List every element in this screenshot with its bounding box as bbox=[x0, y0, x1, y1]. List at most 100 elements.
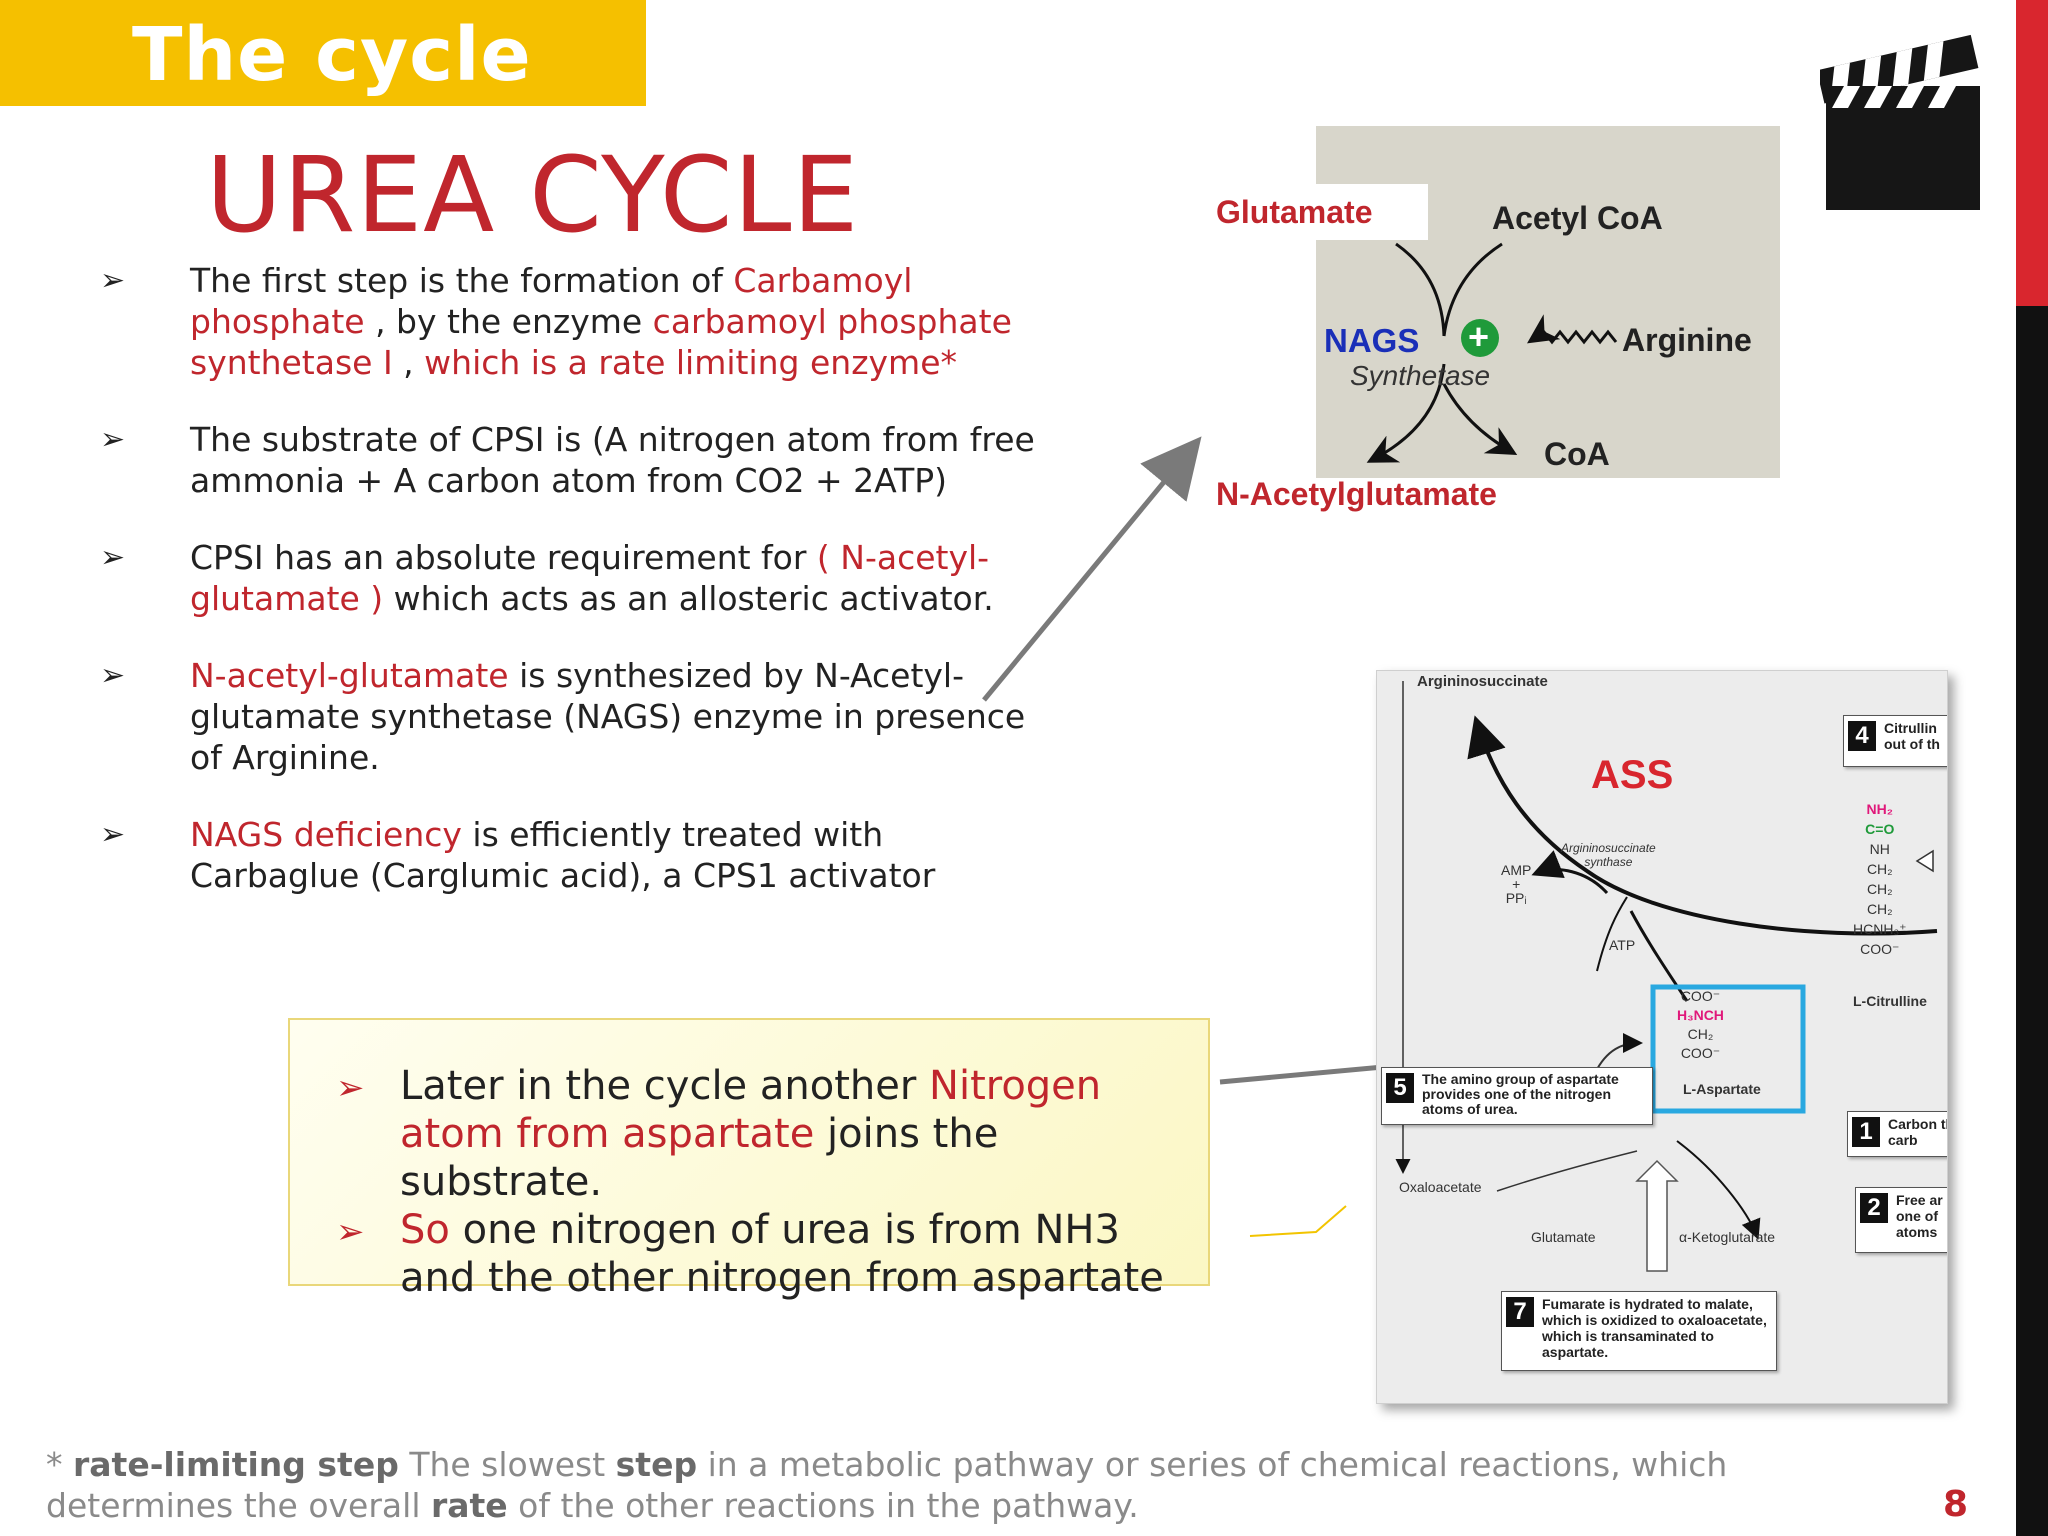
arrowhead-bullet-icon: ➢ bbox=[100, 422, 126, 457]
ppi-text: PPᵢ bbox=[1505, 890, 1527, 906]
footnote-text: in a metabolic pathway or series of chem… bbox=[46, 1445, 1728, 1525]
text-run: is synthesized by N-Acetyl-glutamate syn… bbox=[190, 656, 1026, 777]
atom: CH₂ bbox=[1866, 881, 1893, 897]
text-run: So bbox=[400, 1207, 450, 1253]
text-run: , by the enzyme bbox=[364, 302, 653, 341]
step-text: The amino group of aspartate provides on… bbox=[1422, 1071, 1619, 1117]
urea-cycle-figure: Argininosuccinate ASS Argininosuccinate … bbox=[1376, 670, 1948, 1404]
bullet-item: ➢ The substrate of CPSI is (A nitrogen a… bbox=[100, 419, 1060, 501]
text-run: one nitrogen of urea is from NH3 and the… bbox=[400, 1207, 1164, 1301]
nags-diagram-arrows bbox=[1366, 242, 1618, 463]
enzyme-line: synthase bbox=[1584, 855, 1633, 869]
arrowhead-bullet-icon: ➢ bbox=[100, 540, 126, 575]
page-number: 8 bbox=[1942, 1484, 1968, 1525]
step-text: Citrullin out of th bbox=[1884, 720, 1940, 752]
atom: NH bbox=[1869, 841, 1890, 857]
ass-label: ASS bbox=[1591, 753, 1674, 797]
accent-bar-dark bbox=[2016, 306, 2048, 1536]
text-run: is efficiently treated with Carbaglue (C… bbox=[190, 815, 936, 895]
arrowhead-bullet-icon: ➢ bbox=[336, 1068, 365, 1108]
atom: CH₂ bbox=[1866, 861, 1893, 877]
text-run: which acts as an allosteric activator. bbox=[383, 579, 994, 618]
footnote-text: of the other reactions in the pathway. bbox=[507, 1486, 1139, 1525]
footnote-term: rate-limiting step bbox=[73, 1445, 399, 1484]
bullet-item: ➢ NAGS deficiency is efficiently treated… bbox=[100, 814, 1060, 896]
aspartate-structure: COO⁻ H₃NCH CH₂ COO⁻ bbox=[1677, 987, 1724, 1063]
nags-label: NAGS bbox=[1324, 322, 1420, 359]
bullet-item: ➢ N-acetyl-glutamate is synthesized by N… bbox=[100, 655, 1060, 778]
step-number: 4 bbox=[1848, 721, 1876, 751]
arginine-label: Arginine bbox=[1622, 322, 1752, 358]
atom: NH₂ bbox=[1866, 801, 1893, 817]
atom: COO⁻ bbox=[1680, 988, 1721, 1004]
text-run: NAGS deficiency bbox=[190, 815, 462, 854]
text-run: Carbamoyl phosphate bbox=[190, 261, 913, 341]
enzyme-line: Argininosuccinate bbox=[1561, 841, 1656, 855]
text-run: , bbox=[392, 343, 425, 382]
atom: C=O bbox=[1865, 821, 1895, 837]
step-4-box: 4 Citrullin out of th bbox=[1843, 715, 1947, 767]
step-number: 1 bbox=[1852, 1117, 1880, 1147]
text-run: carbamoyl phosphate synthetase I bbox=[190, 302, 1012, 382]
glutamate-text: Glutamate bbox=[1216, 194, 1373, 230]
plus-text: + bbox=[1512, 876, 1521, 892]
nags-plus-sign: + bbox=[1468, 316, 1490, 357]
arrowhead-bullet-icon: ➢ bbox=[100, 658, 126, 693]
text-run: Later in the cycle another bbox=[400, 1063, 930, 1109]
footnote-star: * bbox=[46, 1445, 73, 1484]
text-run: The substrate of CPSI is (A nitrogen ato… bbox=[190, 420, 1035, 500]
step-7-box: 7 Fumarate is hydrated to malate, which … bbox=[1501, 1291, 1777, 1371]
bullet-item: ➢ The first step is the formation of Car… bbox=[100, 260, 1060, 383]
argininosuccinate-label: Argininosuccinate bbox=[1417, 673, 1548, 690]
accent-bar-red bbox=[2016, 0, 2048, 306]
atom: COO⁻ bbox=[1680, 1045, 1721, 1061]
step-number: 5 bbox=[1386, 1073, 1414, 1103]
step-number: 2 bbox=[1860, 1193, 1888, 1223]
aspartate-name: L-Aspartate bbox=[1683, 1081, 1761, 1097]
step-5-box: 5 The amino group of aspartate provides … bbox=[1381, 1067, 1653, 1125]
footnote-bold-step: step bbox=[615, 1445, 698, 1484]
step-text: Fumarate is hydrated to malate, which is… bbox=[1542, 1296, 1767, 1360]
text-run: N-acetyl-glutamate bbox=[190, 656, 509, 695]
synthetase-label: Synthetase bbox=[1350, 360, 1491, 391]
step-1-box: 1 Carbon the carb bbox=[1847, 1111, 1947, 1157]
text-run: The first step is the formation of bbox=[190, 261, 734, 300]
atom: HCNH₃⁺ bbox=[1853, 921, 1907, 937]
citrulline-structure: NH₂ C=O NH CH₂ CH₂ CH₂ HCNH₃⁺ COO⁻ bbox=[1853, 799, 1907, 959]
amp-ppi-label: AMP + PPᵢ bbox=[1501, 863, 1531, 905]
atom: H₃NCH bbox=[1677, 1007, 1724, 1023]
ketoglutarate-label: α-Ketoglutarate bbox=[1679, 1229, 1776, 1245]
oxaloacetate-label: Oxaloacetate bbox=[1399, 1179, 1482, 1195]
amp-text: AMP bbox=[1501, 862, 1532, 878]
enzyme-label: Argininosuccinate synthase bbox=[1561, 841, 1656, 869]
text-run: which is a rate limiting enzyme* bbox=[424, 343, 958, 382]
n-acetylglutamate-label: N-Acetylglutamate bbox=[1216, 476, 1497, 512]
text-run: ( N-acetyl-glutamate ) bbox=[190, 538, 990, 618]
bullet-list: ➢ The first step is the formation of Car… bbox=[100, 260, 1060, 930]
atom: CH₂ bbox=[1866, 901, 1893, 917]
callout-line: ➢ Later in the cycle another Nitrogen at… bbox=[336, 1062, 1188, 1206]
acetyl-coa-label: Acetyl CoA bbox=[1492, 200, 1663, 236]
footnote-text: The slowest bbox=[398, 1445, 616, 1484]
callout-line: ➢ So one nitrogen of urea is from NH3 an… bbox=[336, 1206, 1188, 1302]
step-text: Free ar one of atoms bbox=[1896, 1192, 1943, 1240]
clapperboard-icon bbox=[1820, 34, 1980, 210]
footnote-bold-rate: rate bbox=[430, 1486, 508, 1525]
citrulline-name: L-Citrulline bbox=[1853, 993, 1927, 1009]
glutamate-label: Glutamate bbox=[1206, 184, 1428, 240]
step-text: Carbon the carb bbox=[1888, 1116, 1947, 1148]
footnote: * rate-limiting step The slowest step in… bbox=[46, 1444, 1906, 1526]
text-run: joins the substrate. bbox=[400, 1111, 999, 1205]
text-run: Nitrogen atom from aspartate bbox=[400, 1063, 1102, 1157]
arrowhead-bullet-icon: ➢ bbox=[100, 263, 126, 298]
glutamate-fig-label: Glutamate bbox=[1531, 1229, 1596, 1245]
atom: COO⁻ bbox=[1860, 941, 1900, 957]
step-2-box: 2 Free ar one of atoms bbox=[1855, 1187, 1947, 1253]
section-tab: The cycle bbox=[0, 0, 646, 106]
coa-label: CoA bbox=[1544, 436, 1610, 472]
callout-box: ➢ Later in the cycle another Nitrogen at… bbox=[288, 1018, 1210, 1301]
arrowhead-bullet-icon: ➢ bbox=[100, 817, 126, 852]
text-run: CPSI has an absolute requirement for bbox=[190, 538, 817, 577]
atom: CH₂ bbox=[1687, 1026, 1714, 1042]
bullet-item: ➢ CPSI has an absolute requirement for (… bbox=[100, 537, 1060, 619]
